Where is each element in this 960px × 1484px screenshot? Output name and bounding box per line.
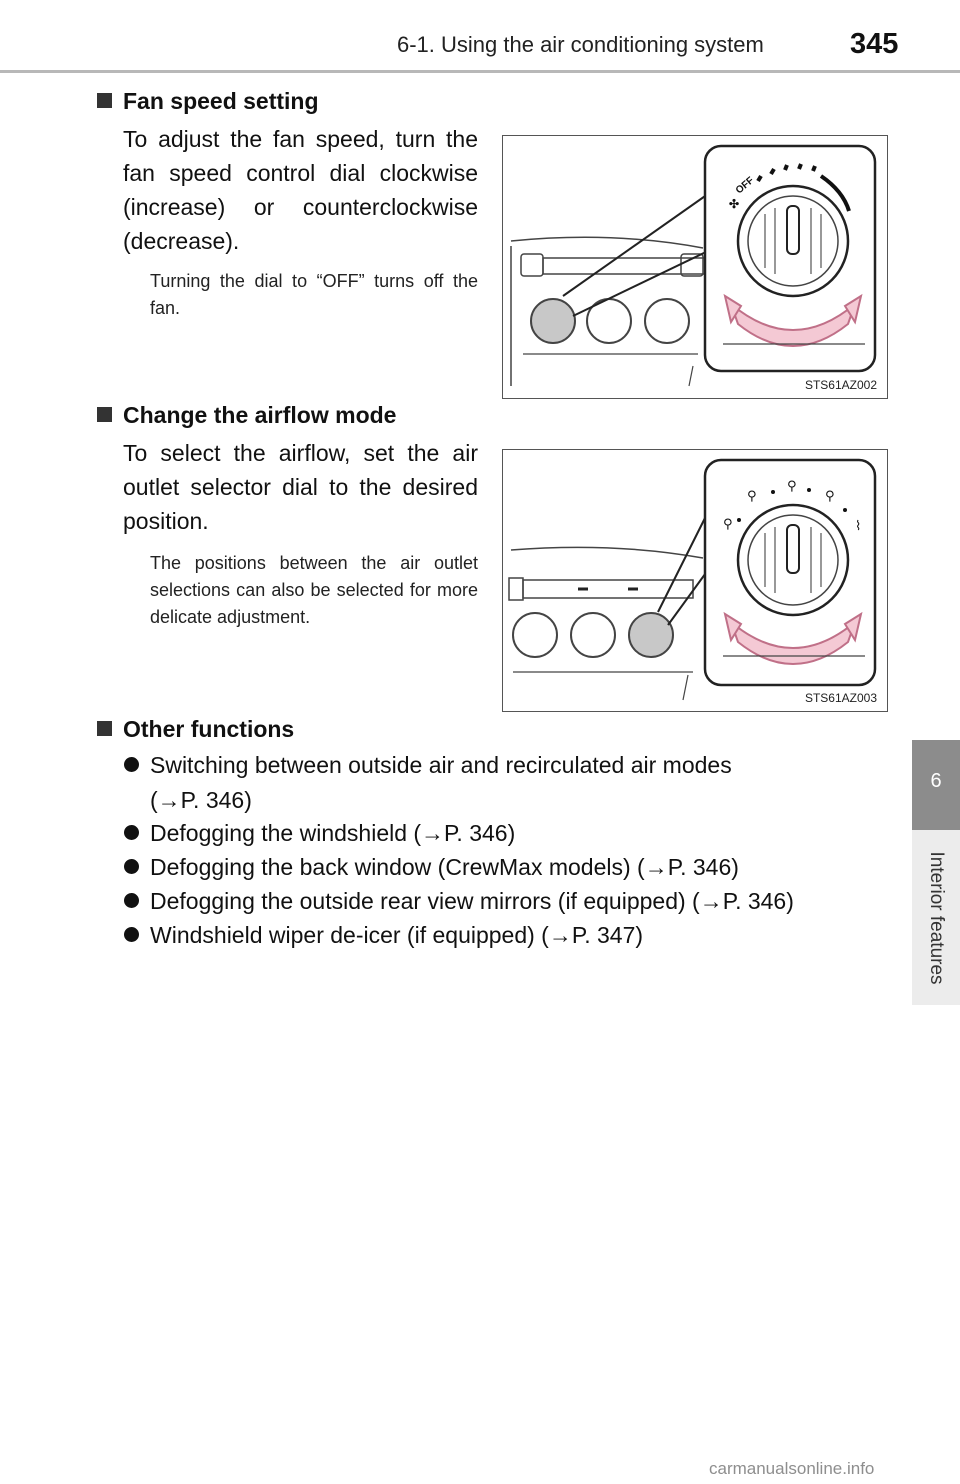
bullet-dot-icon <box>124 927 139 942</box>
other-functions-heading: Other functions <box>97 716 294 743</box>
svg-text:⚲: ⚲ <box>723 517 733 532</box>
square-bullet-icon <box>97 407 112 422</box>
fan-speed-note: Turning the dial to “OFF” turns off the … <box>150 271 478 318</box>
chapter-tab: 6 <box>912 740 960 830</box>
page-number: 345 <box>850 28 899 60</box>
section-header: 6-1. Using the air conditioning system <box>397 32 764 57</box>
chapter-strip <box>912 830 960 1005</box>
bullet-dot-icon <box>124 825 139 840</box>
list-item: Switching between outside air and recirc… <box>124 749 732 782</box>
svg-text:⚲: ⚲ <box>747 489 757 504</box>
fan-speed-title: Fan speed setting <box>123 88 319 114</box>
list-item: Defogging the outside rear view mirrors … <box>124 885 794 918</box>
svg-text:⌇: ⌇ <box>855 519 861 534</box>
svg-text:⚲: ⚲ <box>825 489 835 504</box>
fan-speed-heading: Fan speed setting <box>97 88 319 115</box>
fan-speed-body: To adjust the fan speed, turn the fan sp… <box>123 126 478 254</box>
chapter-title: Interior features <box>926 851 947 985</box>
fan-speed-dial-illustration: ✣ OFF <box>510 144 877 387</box>
airflow-body: To select the airflow, set the air outle… <box>123 440 478 534</box>
svg-text:⚲: ⚲ <box>787 479 797 494</box>
airflow-heading: Change the airflow mode <box>97 402 396 429</box>
airflow-title: Change the airflow mode <box>123 402 397 428</box>
chapter-number: 6 <box>930 770 942 792</box>
svg-text:✣: ✣ <box>729 197 739 211</box>
bullet-dot-icon <box>124 757 139 772</box>
fan-speed-figure: ✣ OFF STS61AZ002 <box>502 135 888 399</box>
list-item: Defogging the windshield (→P. 346) <box>124 817 515 850</box>
bullet-dot-icon <box>124 859 139 874</box>
figure-code: STS61AZ002 <box>804 378 877 392</box>
airflow-note: The positions between the air outlet sel… <box>150 553 478 627</box>
header-divider <box>0 70 960 73</box>
airflow-dial-illustration: ⚲ ⚲ ⚲ ⚲ ⌇ <box>508 458 877 701</box>
list-item: Windshield wiper de-icer (if equipped) (… <box>124 919 643 952</box>
watermark: carmanualsonline.info <box>709 1459 875 1478</box>
list-item: Defogging the back window (CrewMax model… <box>124 851 739 884</box>
airflow-figure: ⚲ ⚲ ⚲ ⚲ ⌇ STS61AZ003 <box>502 449 888 712</box>
bullet-dot-icon <box>124 893 139 908</box>
square-bullet-icon <box>97 93 112 108</box>
page-reference-link[interactable]: (→P. 346) <box>150 787 252 813</box>
square-bullet-icon <box>97 721 112 736</box>
figure-code: STS61AZ003 <box>804 691 877 705</box>
other-functions-title: Other functions <box>123 716 295 742</box>
